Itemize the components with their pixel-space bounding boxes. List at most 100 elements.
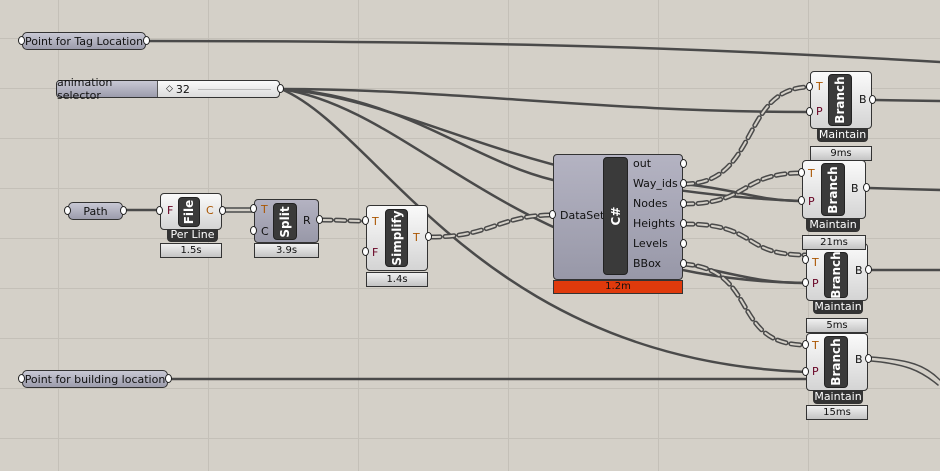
branch-core: Branch (821, 163, 845, 216)
input-grip[interactable] (18, 374, 25, 383)
output-grip[interactable] (680, 239, 687, 248)
output-grip[interactable] (869, 95, 876, 104)
branch-component-1[interactable]: T P Branch B (810, 71, 872, 129)
port-r: R (303, 214, 311, 227)
branch-title: Branch (829, 251, 843, 299)
wire-branch2-out (867, 186, 940, 192)
input-grip[interactable] (156, 206, 163, 215)
slider-track[interactable] (198, 89, 271, 90)
split-core: Split (273, 203, 297, 240)
output-grip[interactable] (316, 215, 323, 224)
branch-tag: Maintain (806, 219, 860, 232)
wire-slider-branch1 (279, 87, 810, 114)
simplify-time: 1.4s (366, 272, 428, 287)
file-component[interactable]: F File C (160, 193, 222, 230)
input-grip[interactable] (798, 196, 805, 205)
output-grip[interactable] (680, 159, 687, 168)
input-grip[interactable] (798, 168, 805, 177)
wire-slider-branch4 (279, 87, 808, 374)
input-grip[interactable] (802, 367, 809, 376)
building-location-param[interactable]: Point for building location (22, 370, 168, 388)
port-t: T (816, 80, 823, 93)
port-t: T (261, 203, 268, 216)
port-b: B (855, 264, 863, 277)
file-time: 1.5s (160, 243, 222, 258)
input-grip[interactable] (549, 210, 556, 219)
split-component[interactable]: T C Split R (254, 199, 319, 243)
output-grip[interactable] (120, 206, 127, 215)
branch-time: 21ms (802, 235, 866, 250)
branch-title: Branch (826, 165, 840, 214)
output-grip[interactable] (165, 374, 172, 383)
split-time: 3.9s (254, 243, 319, 258)
port-t: T (812, 256, 819, 269)
simplify-component[interactable]: T F Simplify T (366, 205, 428, 271)
path-label: Path (83, 204, 108, 218)
branch-component-2[interactable]: T P Branch B (802, 160, 866, 219)
input-grip[interactable] (802, 340, 809, 349)
tag-location-label: Point for Tag Location (24, 34, 144, 48)
wire-branch4-out-a (870, 356, 940, 381)
branch-time: 15ms (806, 405, 868, 420)
file-title: File (182, 199, 196, 225)
output-grip[interactable] (277, 84, 284, 93)
input-grip[interactable] (362, 216, 369, 225)
csharp-time-warning: 1.2m (553, 280, 683, 294)
input-grip[interactable] (250, 204, 257, 213)
port-out: out (633, 157, 652, 170)
branch-component-4[interactable]: T P Branch B (806, 333, 868, 391)
input-grip[interactable] (64, 206, 71, 215)
output-grip[interactable] (863, 183, 870, 192)
wire-heights-branch3 (681, 221, 809, 258)
port-levels: Levels (633, 237, 668, 250)
wire-wayids-branch2 (682, 182, 804, 203)
wire-tag-location (146, 39, 940, 64)
branch-title: Branch (833, 76, 847, 124)
wire-branch4-out-b (870, 360, 939, 386)
output-grip[interactable] (143, 36, 150, 45)
port-bbox: BBox (633, 257, 661, 270)
input-grip[interactable] (250, 226, 257, 235)
split-title: Split (278, 205, 292, 238)
animation-selector-slider[interactable]: animation selector ◇ 32 (56, 76, 280, 102)
branch-tag: Maintain (813, 390, 863, 404)
wire-slider-csharp (279, 87, 555, 182)
input-grip[interactable] (806, 107, 813, 116)
path-param[interactable]: Path (68, 202, 123, 220)
port-heights: Heights (633, 217, 676, 230)
branch-core: Branch (824, 251, 848, 299)
branch-component-3[interactable]: T P Branch B (806, 243, 868, 301)
input-grip[interactable] (806, 82, 813, 91)
port-f: F (167, 204, 174, 217)
port-b: B (851, 182, 859, 195)
port-c: C (261, 225, 269, 238)
port-c: C (206, 204, 214, 217)
port-p: P (812, 365, 819, 378)
branch-tag: Maintain (817, 128, 868, 142)
output-grip[interactable] (219, 206, 226, 215)
tag-location-param[interactable]: Point for Tag Location (22, 32, 146, 50)
input-grip[interactable] (802, 278, 809, 287)
port-p: P (808, 195, 815, 208)
output-grip[interactable] (680, 179, 687, 188)
port-t: T (812, 339, 819, 352)
branch-time: 5ms (806, 318, 868, 333)
slider-handle-icon[interactable]: ◇ (166, 84, 173, 94)
input-grip[interactable] (18, 36, 25, 45)
output-grip[interactable] (425, 232, 432, 241)
output-grip[interactable] (680, 199, 687, 208)
port-t-out: T (413, 231, 420, 244)
input-grip[interactable] (802, 255, 809, 264)
wire-slider-branch2 (279, 87, 804, 203)
output-grip[interactable] (865, 265, 872, 274)
output-grip[interactable] (680, 259, 687, 268)
branch-core: Branch (824, 336, 848, 388)
output-grip[interactable] (865, 354, 872, 363)
csharp-component[interactable]: DataSet C# out Way_ids Nodes Heights Lev… (553, 154, 683, 280)
port-way-ids: Way_ids (633, 177, 678, 190)
input-grip[interactable] (362, 247, 369, 256)
port-p: P (816, 105, 823, 118)
simplify-title: Simplify (389, 210, 404, 266)
slider-value: 32 (175, 82, 190, 96)
output-grip[interactable] (680, 219, 687, 228)
